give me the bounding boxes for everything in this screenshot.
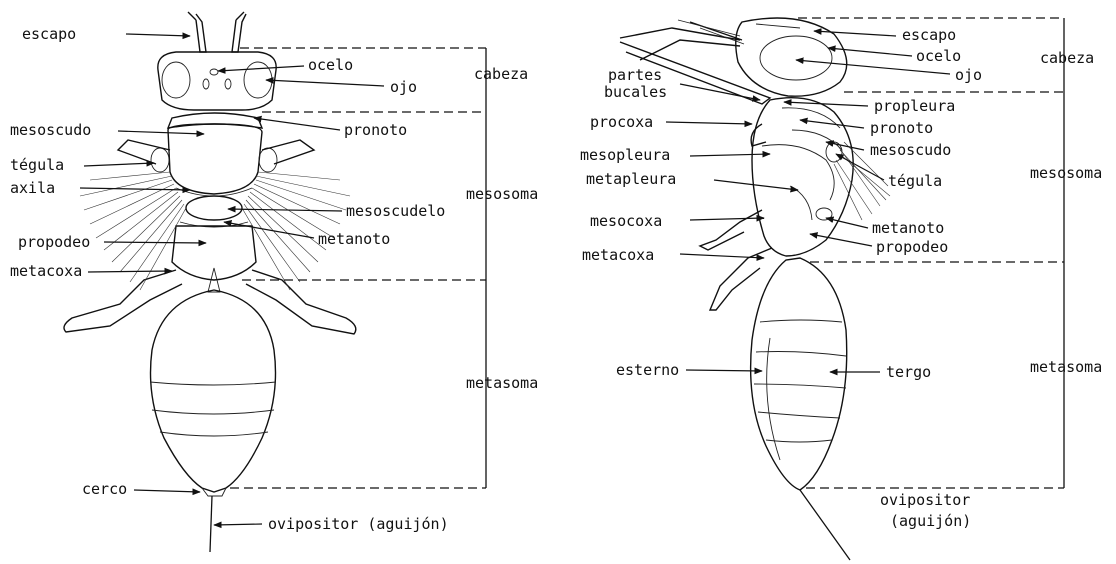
section-lat-metasoma: metasoma [1030,358,1102,376]
lateral-gaster-suture-3 [754,384,846,388]
dorsal-tegula-left [151,148,169,172]
label-lat-propleura: propleura [874,97,955,115]
label-lat-metanoto: metanoto [872,219,944,237]
dorsal-antenna-left [188,12,206,52]
section-lat-cabeza: cabeza [1040,49,1094,67]
label-lat-ovipositor: ovipositor [880,491,970,509]
dorsal-ocellus-3 [225,79,231,89]
label-lat-procoxa: procoxa [590,113,653,131]
dorsal-tegula-right [259,148,277,172]
lateral-labels: escapo ocelo ojo partes bucales propleur… [580,26,1102,530]
lateral-gaster-suture-1 [760,320,842,322]
section-lat-mesosoma: mesosoma [1030,164,1102,182]
label-lat-tegula: tégula [888,172,942,190]
section-metasoma: metasoma [466,374,538,392]
dorsal-gaster-suture-3 [160,432,268,436]
dorsal-head [158,52,276,110]
label-lat-bucales: bucales [604,83,667,101]
label-lat-ocelo: ocelo [916,47,961,65]
label-ocelo: ocelo [308,56,353,74]
dorsal-foreleg-left [118,140,170,164]
dorsal-ocellus [210,69,218,75]
dorsal-mesoscutum [168,124,262,194]
label-lat-mesoscudo: mesoscudo [870,141,951,159]
label-lat-escapo: escapo [902,26,956,44]
lateral-mesosoma [752,98,853,256]
lateral-sternite-line [767,338,780,460]
lateral-head [736,18,847,96]
lateral-gaster-suture-5 [766,440,832,442]
label-pronoto: pronoto [344,121,407,139]
dorsal-foreleg-right [262,140,314,164]
label-metacoxa: metacoxa [10,262,82,280]
dorsal-propodeum [172,226,256,280]
dorsal-mesoscutellum [186,196,242,220]
dorsal-insect-drawing [64,12,356,552]
dorsal-ovipositor [210,496,212,552]
dorsal-gaster-suture-2 [152,410,274,414]
lateral-mesoleg [700,210,762,250]
label-ojo: ojo [390,78,417,96]
section-mesosoma: mesosoma [466,185,538,203]
lateral-leader-lines [666,31,950,372]
label-lat-esterno: esterno [616,361,679,379]
label-lat-tergo: tergo [886,363,931,381]
label-lat-mesopleura: mesopleura [580,146,670,164]
label-lat-mesocoxa: mesocoxa [590,212,662,230]
lateral-gaster [751,258,847,490]
label-lat-pronoto: pronoto [870,119,933,137]
label-propodeo: propodeo [18,233,90,251]
lateral-pronotum [782,108,840,128]
label-mesoscudelo: mesoscudelo [346,202,445,220]
section-cabeza: cabeza [474,65,528,83]
lateral-metanotum [816,208,832,220]
label-metanoto: metanoto [318,230,390,248]
lateral-ovipositor [800,490,850,560]
dorsal-gaster-suture-1 [150,382,276,385]
dorsal-labels: escapo ocelo ojo mesoscudo pronoto tégul… [10,25,538,533]
label-axila: axila [10,179,55,197]
dorsal-eye-left [162,62,190,98]
label-lat-propodeo: propodeo [876,238,948,256]
label-ovipositor: ovipositor (aguijón) [268,515,449,533]
lateral-gaster-suture-4 [758,412,840,418]
dorsal-ocellus-2 [203,79,209,89]
label-lat-partes: partes [608,66,662,84]
label-lat-metapleura: metapleura [586,170,676,188]
label-tegula: tégula [10,156,64,174]
label-lat-metacoxa: metacoxa [582,246,654,264]
lateral-scape [756,24,800,28]
lateral-antenna [620,22,742,60]
lateral-eye [760,36,832,80]
lateral-metapleuron [790,186,812,220]
label-mesoscudo: mesoscudo [10,121,91,139]
label-cerco: cerco [82,480,127,498]
dorsal-gaster [151,290,276,492]
dorsal-leader-lines [80,34,384,525]
label-lat-ojo: ojo [955,66,982,84]
lateral-gaster-suture-2 [756,352,846,357]
label-escapo: escapo [22,25,76,43]
label-lat-aguijon: (aguijón) [890,512,971,530]
dorsal-antenna-right [232,12,246,52]
